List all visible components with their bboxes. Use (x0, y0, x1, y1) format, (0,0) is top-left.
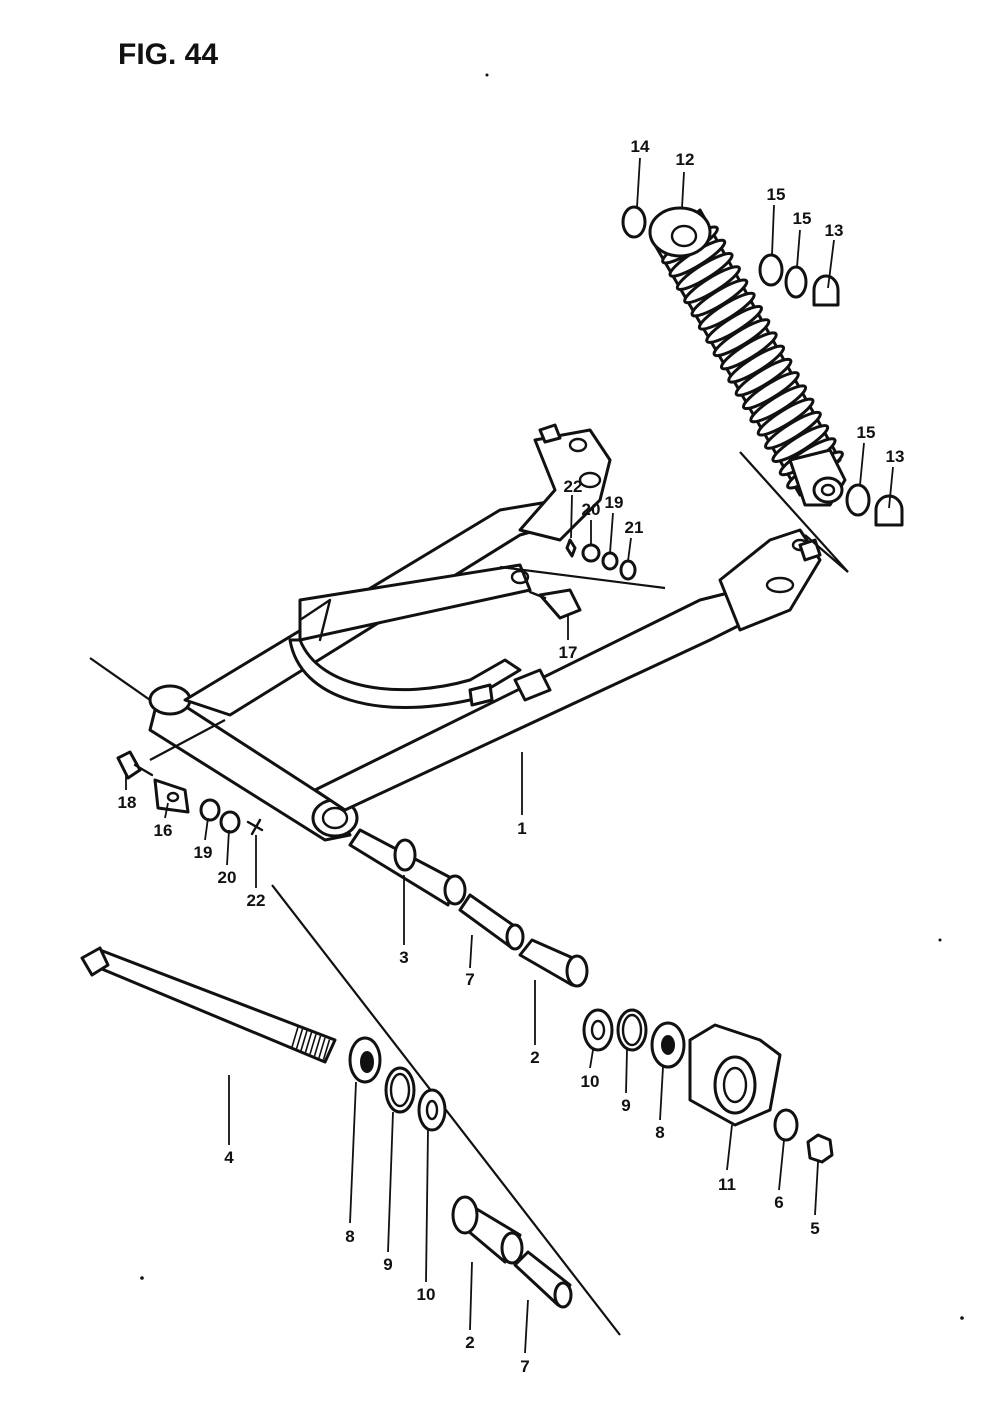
pivot-shaft-stack (80, 946, 573, 1309)
label-22: 22 (564, 477, 583, 496)
label-11: 11 (718, 1175, 736, 1194)
label-22: 22 (247, 891, 266, 910)
label-9: 9 (621, 1096, 630, 1115)
bolt-17 (538, 588, 582, 620)
label-21: 21 (625, 518, 644, 537)
label-2: 2 (530, 1048, 539, 1067)
label-8: 8 (655, 1123, 664, 1142)
label-15: 15 (857, 423, 876, 442)
cap-nut-13a (812, 274, 840, 307)
label-10: 10 (417, 1285, 436, 1304)
label-14: 14 (631, 137, 650, 156)
thread-line (318, 1037, 326, 1059)
washer-15c (845, 483, 871, 517)
washer-6 (773, 1108, 799, 1142)
label-4: 4 (224, 1148, 234, 1167)
thread-line (313, 1035, 322, 1057)
washer-14 (621, 205, 647, 239)
bracket-hardware (528, 538, 637, 620)
swing-arm (148, 423, 822, 842)
thread-line (300, 1030, 308, 1051)
label-1: 1 (517, 819, 526, 838)
leader-lines (125, 157, 894, 1354)
thread-line (322, 1039, 331, 1060)
pivot-hardware (116, 750, 264, 836)
part-labels: 14 12 15 15 13 15 13 22 20 19 21 17 18 1… (118, 137, 905, 1376)
label-20: 20 (218, 868, 237, 887)
shaft-threads (291, 1026, 331, 1060)
label-17: 17 (559, 643, 578, 662)
scan-specks (140, 73, 964, 1320)
label-15: 15 (793, 209, 812, 228)
shock-hardware (621, 205, 904, 527)
label-20: 20 (582, 500, 601, 519)
label-3: 3 (399, 948, 408, 967)
label-19: 19 (605, 493, 624, 512)
label-18: 18 (118, 793, 137, 812)
washer-15a (758, 253, 784, 287)
right-bushing-stack (348, 828, 834, 1164)
label-5: 5 (810, 1219, 819, 1238)
label-8: 8 (345, 1227, 354, 1246)
label-13: 13 (886, 447, 905, 466)
thread-line (291, 1026, 299, 1048)
label-10: 10 (581, 1072, 600, 1091)
label-9: 9 (383, 1255, 392, 1274)
figure-title: FIG. 44 (118, 38, 218, 71)
label-13: 13 (825, 221, 844, 240)
label-12: 12 (676, 150, 695, 169)
thread-line (309, 1033, 317, 1055)
thread-line (295, 1028, 304, 1050)
cap-nut-13b (874, 494, 904, 527)
rear-shock-absorber (648, 206, 847, 507)
label-7: 7 (520, 1357, 529, 1376)
washer-10b (417, 1088, 447, 1132)
nut-5 (806, 1133, 834, 1164)
label-7: 7 (465, 970, 474, 989)
label-6: 6 (774, 1193, 783, 1212)
bolt-18 (116, 750, 142, 780)
label-19: 19 (194, 843, 213, 862)
label-2: 2 (465, 1333, 474, 1352)
washer-15b (784, 265, 808, 299)
thread-line (304, 1032, 313, 1053)
plate-16 (153, 778, 190, 814)
label-16: 16 (154, 821, 173, 840)
label-15: 15 (767, 185, 786, 204)
washer-10a (582, 1008, 614, 1052)
